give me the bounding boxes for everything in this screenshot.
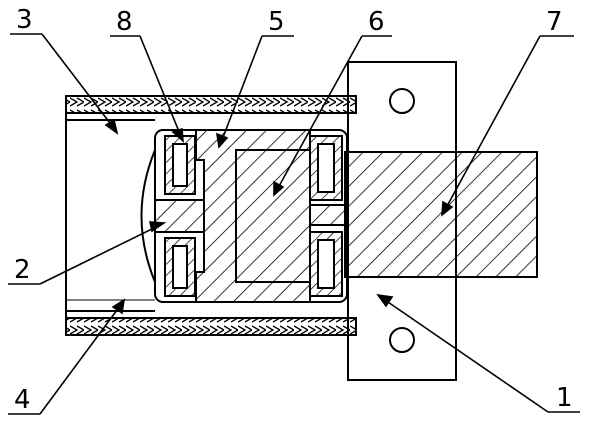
shaft [344,151,538,278]
leader-1 [376,293,580,413]
leader-5 [215,35,294,149]
callout-3: 3 [16,5,33,35]
leader-6 [273,35,392,197]
leader-8 [110,35,184,143]
callout-2: 2 [14,255,31,285]
leader-2 [8,221,167,285]
callout-7: 7 [546,7,563,37]
fastener-right-top [309,135,343,201]
center-web [154,199,348,233]
callout-1: 1 [556,383,573,413]
callout-6: 6 [368,7,385,37]
callout-5: 5 [268,7,285,37]
inner-core [235,149,311,283]
leader-4 [8,298,126,415]
dome-cap [140,149,156,283]
leader-3 [10,33,119,135]
fastener-left-bottom [164,237,196,297]
fastener-right-bottom [309,231,343,297]
bolt-hole-top [389,88,415,114]
bolt-hole-bottom [389,327,415,353]
callout-4: 4 [14,385,31,415]
fastener-left-top [164,135,196,195]
leader-7 [441,35,574,217]
callout-8: 8 [116,7,133,37]
outer-sleeve [65,95,357,336]
